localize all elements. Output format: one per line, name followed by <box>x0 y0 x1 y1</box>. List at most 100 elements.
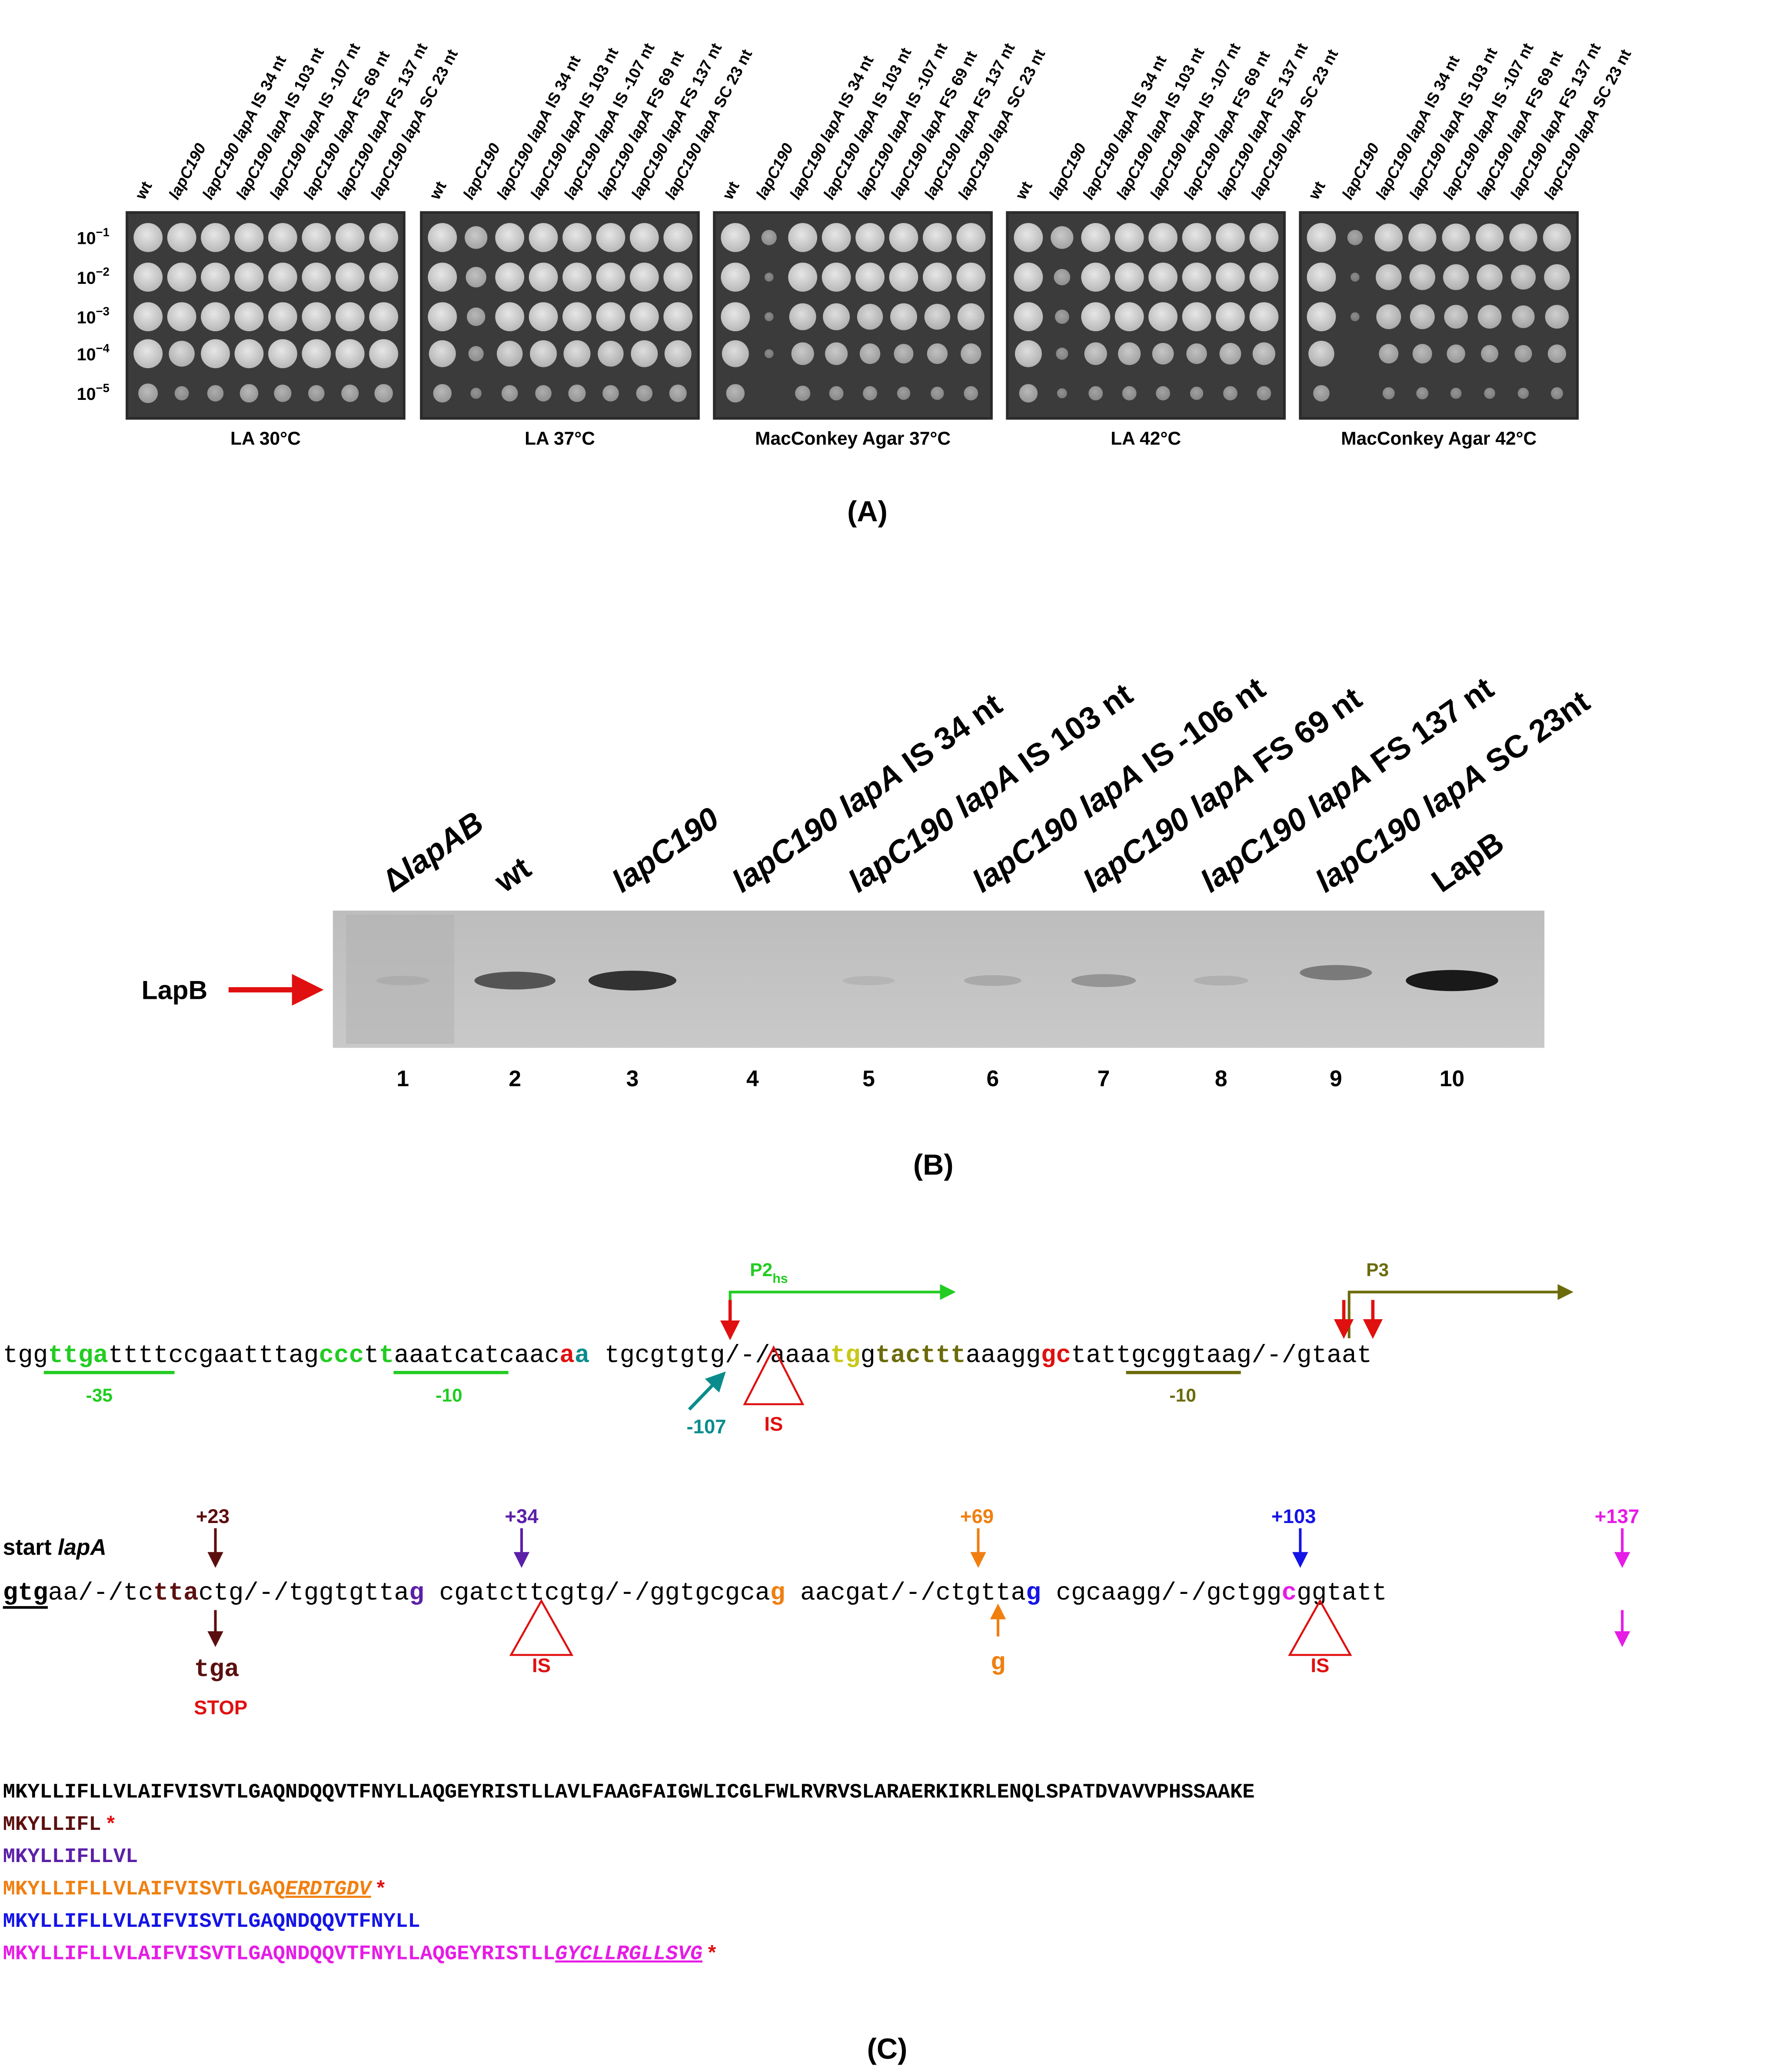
colony-spot <box>1443 264 1469 290</box>
colony-spot <box>721 263 750 292</box>
colony-spot <box>274 384 292 402</box>
colony-spot <box>1376 264 1402 290</box>
is-label-minus107: IS <box>764 1413 783 1435</box>
minus107-arrow <box>688 1371 726 1411</box>
colony-spot <box>1223 386 1237 401</box>
colony-spot <box>1249 302 1279 332</box>
minus10-label-p2: -10 <box>436 1386 462 1406</box>
strain-label: wt <box>1011 178 1036 203</box>
colony-spot <box>1182 302 1211 332</box>
colony-spot <box>822 263 851 292</box>
colony-spot <box>201 263 230 292</box>
protein-sequence: MKYLLIFLLVL <box>3 1846 138 1869</box>
lane-number: 8 <box>1215 1066 1227 1091</box>
colony-spot <box>562 302 592 332</box>
colony-spot <box>1148 302 1178 332</box>
colony-spot <box>855 223 885 252</box>
colony-spot <box>596 223 625 252</box>
colony-spot <box>428 263 457 292</box>
colony-spot <box>496 340 523 367</box>
colony-spot <box>825 342 848 365</box>
colony-spot <box>1543 223 1571 252</box>
colony-spot <box>721 302 750 332</box>
is-label-103: IS <box>1311 1654 1329 1676</box>
protein-sequence: MKYLLIFLLVLAIFVISVTLGAQERDTGDV * <box>3 1876 385 1901</box>
pos69-label: +69 <box>960 1505 994 1527</box>
colony-spot <box>1054 309 1069 324</box>
colony-spot <box>631 340 658 367</box>
colony-spot <box>1257 386 1271 401</box>
colony-spot <box>234 339 264 369</box>
colony-spot <box>1547 344 1567 363</box>
colony-spot <box>302 302 331 332</box>
plate-caption: MacConkey Agar 37°C <box>755 429 951 449</box>
colony-spot <box>1014 302 1043 332</box>
colony-spot <box>268 339 297 369</box>
colony-spot <box>138 383 158 403</box>
colony-spot <box>961 343 981 364</box>
colony-spot <box>468 346 484 362</box>
colony-spot <box>167 263 196 292</box>
lane-number: 3 <box>626 1066 639 1091</box>
colony-spot <box>1019 384 1038 403</box>
colony-spot <box>234 263 264 292</box>
colony-spot <box>788 263 818 292</box>
colony-spot <box>1081 302 1111 332</box>
colony-spot <box>889 263 918 292</box>
colony-spot <box>495 223 525 252</box>
is-insertion-triangle-34 <box>509 1599 574 1656</box>
is-label-34: IS <box>532 1654 551 1676</box>
colony-spot <box>1382 387 1395 399</box>
protein-sequence: MKYLLIFL * <box>3 1811 115 1836</box>
colony-spot <box>636 385 653 402</box>
dilution-label: 10−2 <box>77 265 110 288</box>
g-insertion: g <box>991 1649 1006 1677</box>
colony-spot <box>428 302 457 332</box>
dilution-labels: 10−110−210−310−410−5 <box>77 225 110 404</box>
colony-spot <box>433 384 452 403</box>
dilution-label: 10−5 <box>77 381 110 404</box>
colony-spot <box>924 303 951 330</box>
colony-spot <box>268 223 297 252</box>
colony-spot <box>335 339 365 369</box>
colony-spot <box>922 223 952 252</box>
colony-spot <box>169 340 195 367</box>
tga-codon: tga <box>194 1656 240 1684</box>
colony-spot <box>1481 345 1499 363</box>
colony-spot <box>501 385 518 402</box>
stop-label: STOP <box>194 1696 247 1719</box>
colony-spot <box>428 223 457 252</box>
colony-spot <box>201 223 230 252</box>
protein-band <box>1300 965 1372 981</box>
colony-spot <box>761 229 777 246</box>
colony-spot <box>302 339 331 369</box>
colony-spot <box>1051 226 1074 249</box>
lane-number: 9 <box>1330 1066 1342 1091</box>
colony-spot <box>1182 223 1211 252</box>
colony-spot <box>1219 343 1241 365</box>
colony-spot <box>1477 305 1502 329</box>
colony-spot <box>1252 342 1275 365</box>
colony-spot <box>1416 387 1429 399</box>
colony-spot <box>529 263 558 292</box>
colony-spot <box>1054 269 1071 286</box>
protein-sequence: MKYLLIFLLVLAIFVISVTLGAQNDQQVTFNYLLAQGEYR… <box>3 1781 1255 1804</box>
pos23-label: +23 <box>196 1505 230 1527</box>
colony-spot <box>1307 302 1336 332</box>
colony-spot <box>1249 223 1279 252</box>
colony-spot <box>470 388 482 399</box>
colony-spot <box>823 303 850 330</box>
colony-spot <box>1122 386 1137 401</box>
colony-spot <box>1408 223 1437 252</box>
lane-1-smear <box>346 915 455 1044</box>
colony-spot <box>669 384 687 402</box>
start-lapa-label: start lapA <box>3 1534 106 1560</box>
colony-spot <box>1347 229 1363 246</box>
minus35-label: -35 <box>86 1386 113 1406</box>
colony-spot <box>1442 223 1470 252</box>
